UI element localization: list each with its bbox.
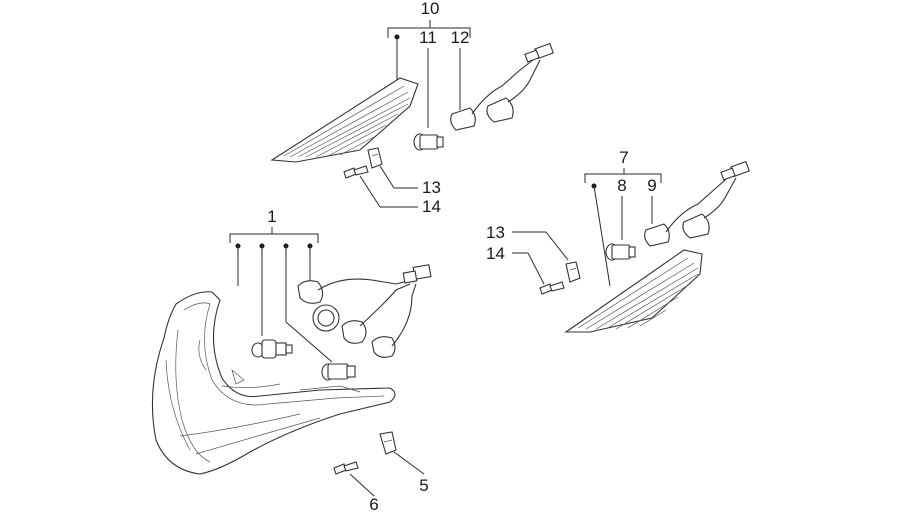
callout-10: 10 — [421, 0, 440, 18]
callout-5: 5 — [419, 476, 428, 495]
callout-13-right: 13 — [486, 223, 505, 242]
callout-6: 6 — [369, 495, 378, 513]
callout-13-top: 13 — [422, 178, 441, 197]
headlight-bulb — [251, 339, 293, 359]
top-indicator-group: 10 11 12 — [270, 0, 554, 216]
bracket-10 — [387, 27, 471, 38]
headlamp-clip-5 — [379, 431, 397, 455]
callout-9: 9 — [647, 176, 656, 195]
headlamp-group: 1 — [151, 207, 432, 513]
top-socket-12 — [450, 42, 554, 131]
top-clip-13 — [367, 147, 383, 169]
bracket-7 — [584, 173, 662, 183]
callout-8: 8 — [617, 176, 626, 195]
position-bulb — [321, 363, 356, 381]
top-indicator-lens — [270, 77, 419, 163]
headlamp-body — [151, 291, 396, 475]
top-screw-14 — [343, 165, 369, 179]
headlamp-harness — [297, 264, 432, 358]
right-indicator-group: 7 8 9 — [486, 148, 750, 333]
callout-14-top: 14 — [422, 197, 441, 216]
headlamp-screw-6 — [333, 461, 359, 475]
right-clip-13 — [565, 261, 581, 283]
callout-12: 12 — [451, 28, 470, 47]
callout-1: 1 — [267, 207, 276, 226]
callout-11: 11 — [419, 28, 437, 47]
right-socket-9 — [644, 160, 750, 247]
right-screw-14 — [539, 281, 565, 295]
callout-14-right: 14 — [486, 244, 505, 263]
right-bulb-8 — [605, 243, 636, 261]
top-bulb-11 — [413, 133, 444, 151]
right-indicator-lens — [564, 249, 703, 333]
bracket-1 — [229, 233, 319, 243]
callout-7: 7 — [619, 148, 628, 167]
